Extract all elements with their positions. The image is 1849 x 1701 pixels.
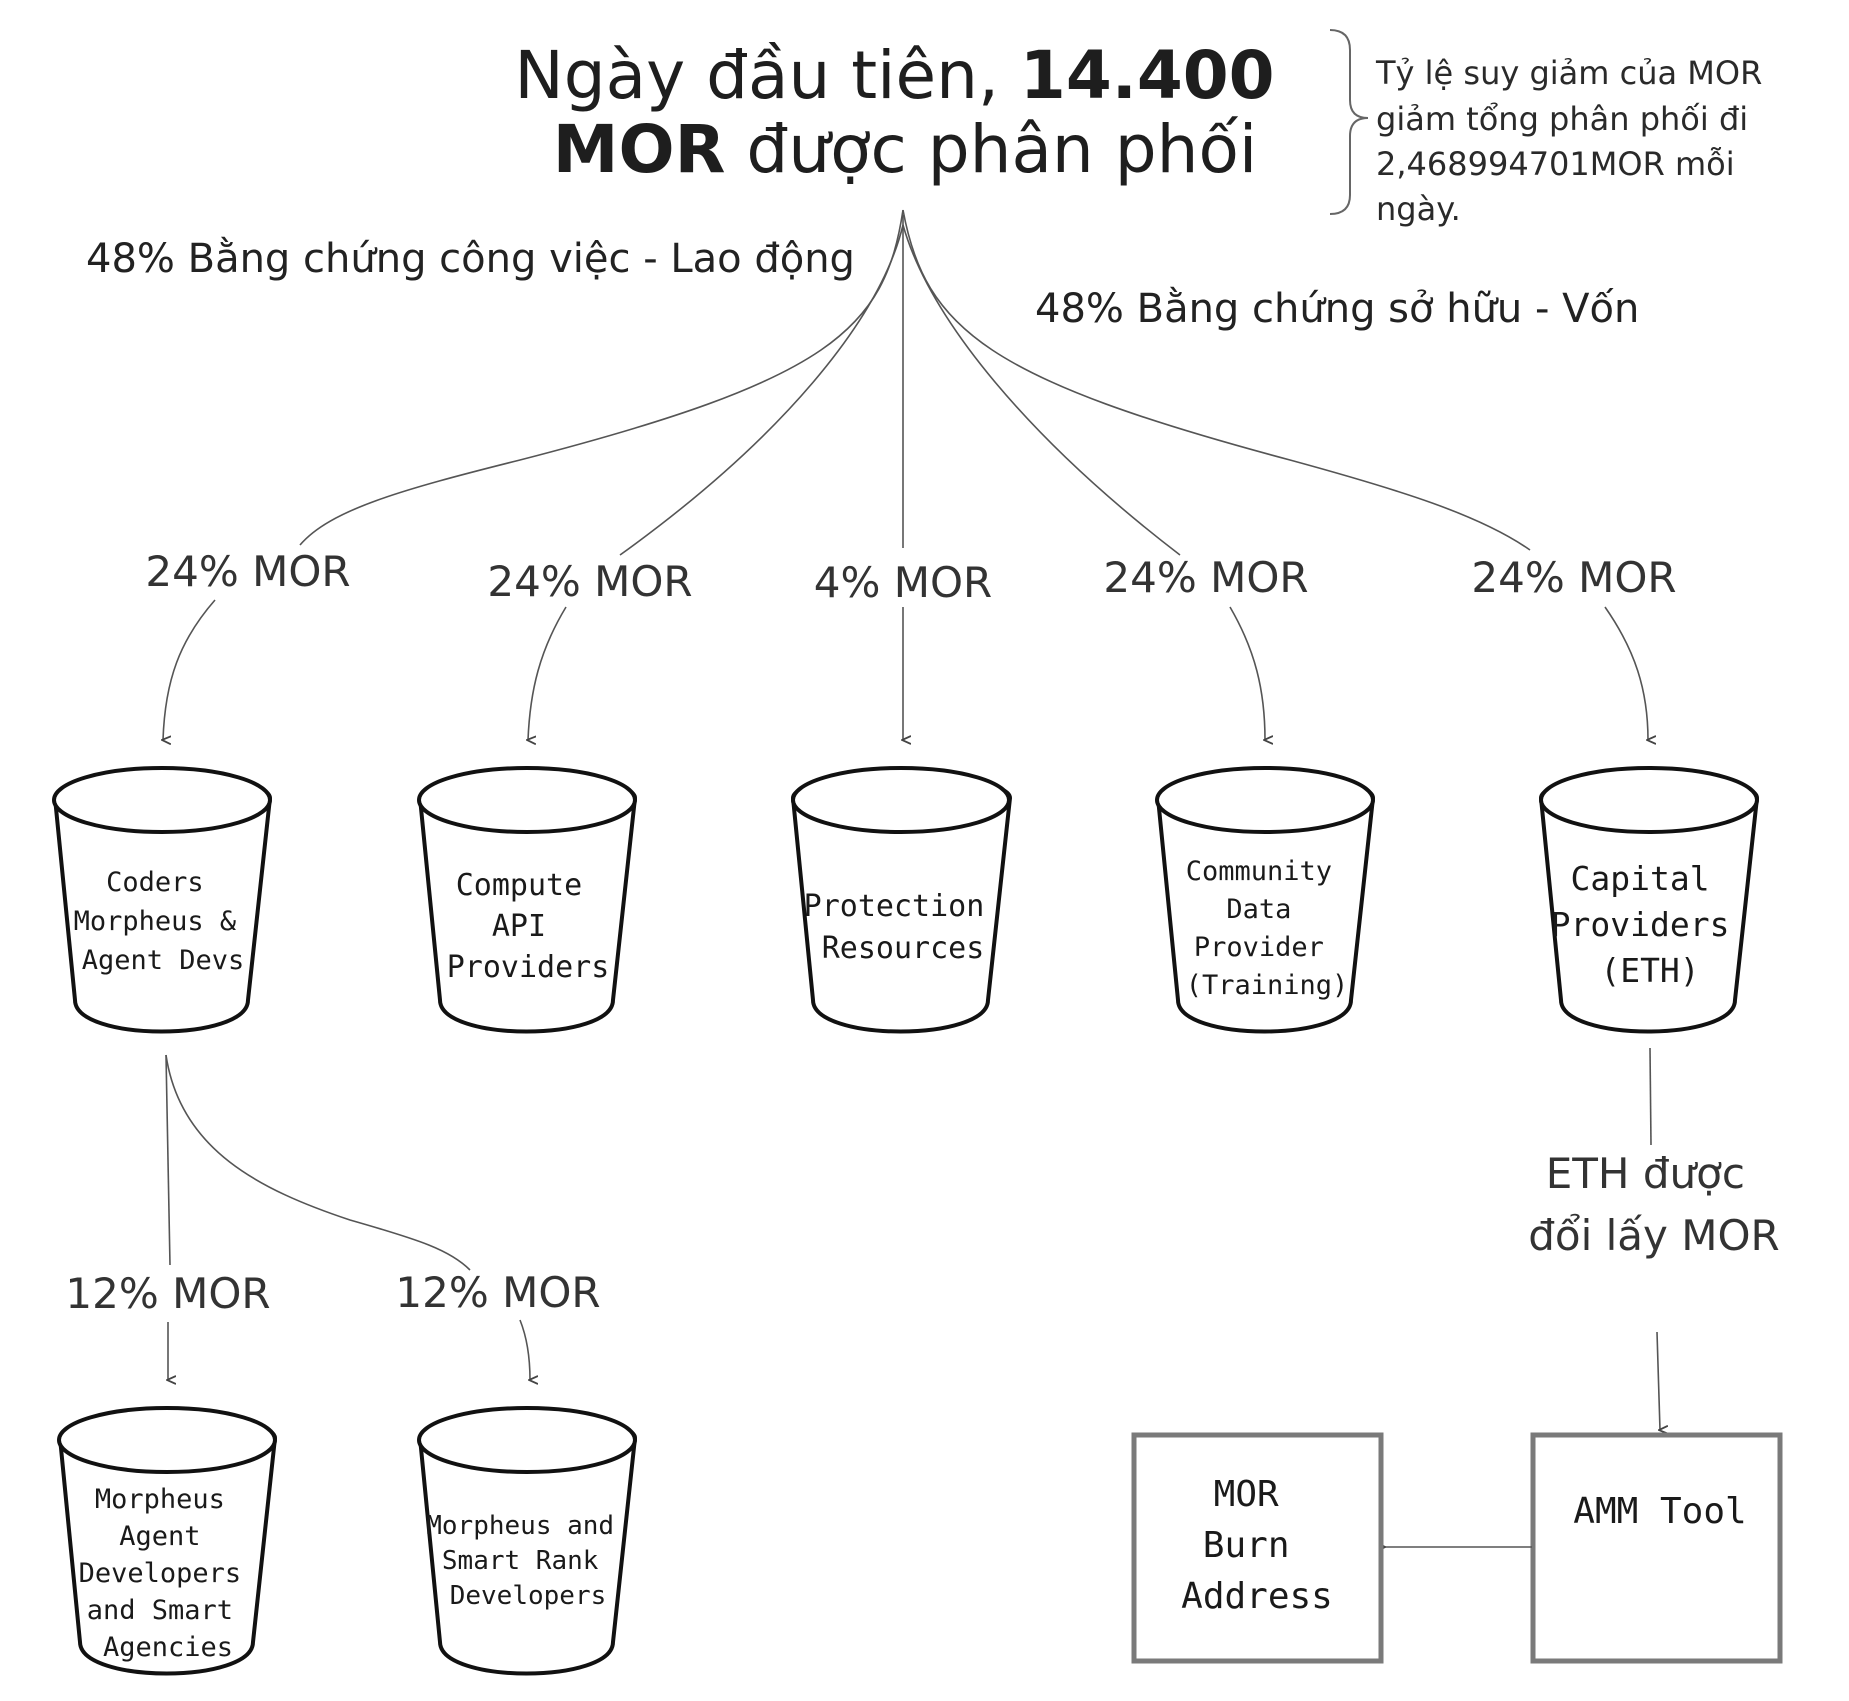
amm-tool-box: AMM Tool bbox=[1530, 1432, 1783, 1664]
bucket-capital-providers: Capital Providers (ETH) bbox=[1538, 766, 1760, 1034]
bucket-label: Compute API Providers bbox=[447, 868, 610, 985]
bucket-coders: Coders Morpheus & Agent Devs bbox=[52, 766, 273, 1034]
top-percent-labels: 24% MOR 24% MOR 4% MOR 24% MOR 24% MOR bbox=[145, 547, 1676, 607]
percent-label: 24% MOR bbox=[487, 557, 692, 606]
sub-connectors bbox=[165, 1054, 471, 1271]
decay-note: Tỷ lệ suy giảm của MOR giảm tổng phân ph… bbox=[1375, 54, 1772, 228]
note-line: giảm tổng phân phối đi bbox=[1376, 100, 1748, 138]
bucket-agent-developers: Morpheus Agent Developers and Smart Agen… bbox=[57, 1406, 278, 1676]
sub-arrows bbox=[168, 1319, 530, 1380]
bucket-compute-api: Compute API Providers bbox=[417, 766, 638, 1034]
bucket-label: Capital Providers (ETH) bbox=[1551, 859, 1750, 990]
note-line: ngày. bbox=[1376, 190, 1461, 228]
percent-label: 12% MOR bbox=[395, 1268, 600, 1317]
bucket-protection: Protection Resources bbox=[790, 766, 1013, 1034]
bucket-label: Protection Resources bbox=[804, 889, 1003, 966]
title-line1-bold: 14.400 bbox=[1020, 37, 1275, 114]
note-line: 2,468994701MOR mỗi bbox=[1376, 145, 1735, 183]
percent-label: 24% MOR bbox=[145, 547, 350, 596]
bucket-smart-rank-developers: Morpheus and Smart Rank Developers bbox=[417, 1406, 638, 1676]
work-branch-label: 48% Bằng chứng công việc - Lao động bbox=[86, 236, 855, 282]
burn-address-box: MOR Burn Address bbox=[1131, 1432, 1384, 1664]
title-line2-normal: được phân phối bbox=[725, 111, 1257, 188]
percent-label: 12% MOR bbox=[65, 1269, 270, 1318]
title-line1-normal: Ngày đầu tiên, bbox=[514, 37, 1020, 114]
percent-label: 4% MOR bbox=[814, 558, 992, 607]
sub-percent-labels: 12% MOR 12% MOR bbox=[65, 1268, 600, 1318]
bucket-label: Coders Morpheus & Agent Devs bbox=[74, 867, 253, 976]
note-line: Tỷ lệ suy giảm của MOR bbox=[1375, 54, 1762, 92]
bucket-community-data: Community Data Provider (Training) bbox=[1155, 766, 1376, 1034]
burn-address-label: MOR Burn Address bbox=[1181, 1474, 1333, 1617]
bucket-label: Community Data Provider (Training) bbox=[1186, 856, 1349, 1001]
bucket-label: Morpheus Agent Developers and Smart Agen… bbox=[79, 1484, 258, 1663]
top-connectors bbox=[299, 209, 1531, 556]
eth-connector bbox=[1649, 1047, 1652, 1146]
percent-label: 24% MOR bbox=[1471, 553, 1676, 602]
bucket-label: Morpheus and Smart Rank Developers bbox=[426, 1511, 630, 1611]
title-line2-bold: MOR bbox=[553, 111, 726, 188]
top-arrows bbox=[163, 599, 1648, 740]
percent-label: 24% MOR bbox=[1103, 553, 1308, 602]
eth-swap-label: ETH được đổi lấy MOR bbox=[1528, 1149, 1779, 1260]
page-title: Ngày đầu tiên, 14.400 MOR được phân phối bbox=[514, 37, 1295, 188]
amm-arrow bbox=[1656, 1331, 1660, 1430]
amm-tool-label: AMM Tool bbox=[1573, 1491, 1746, 1532]
capital-branch-label: 48% Bằng chứng sở hữu - Vốn bbox=[1035, 286, 1639, 332]
note-brace bbox=[1329, 29, 1369, 215]
